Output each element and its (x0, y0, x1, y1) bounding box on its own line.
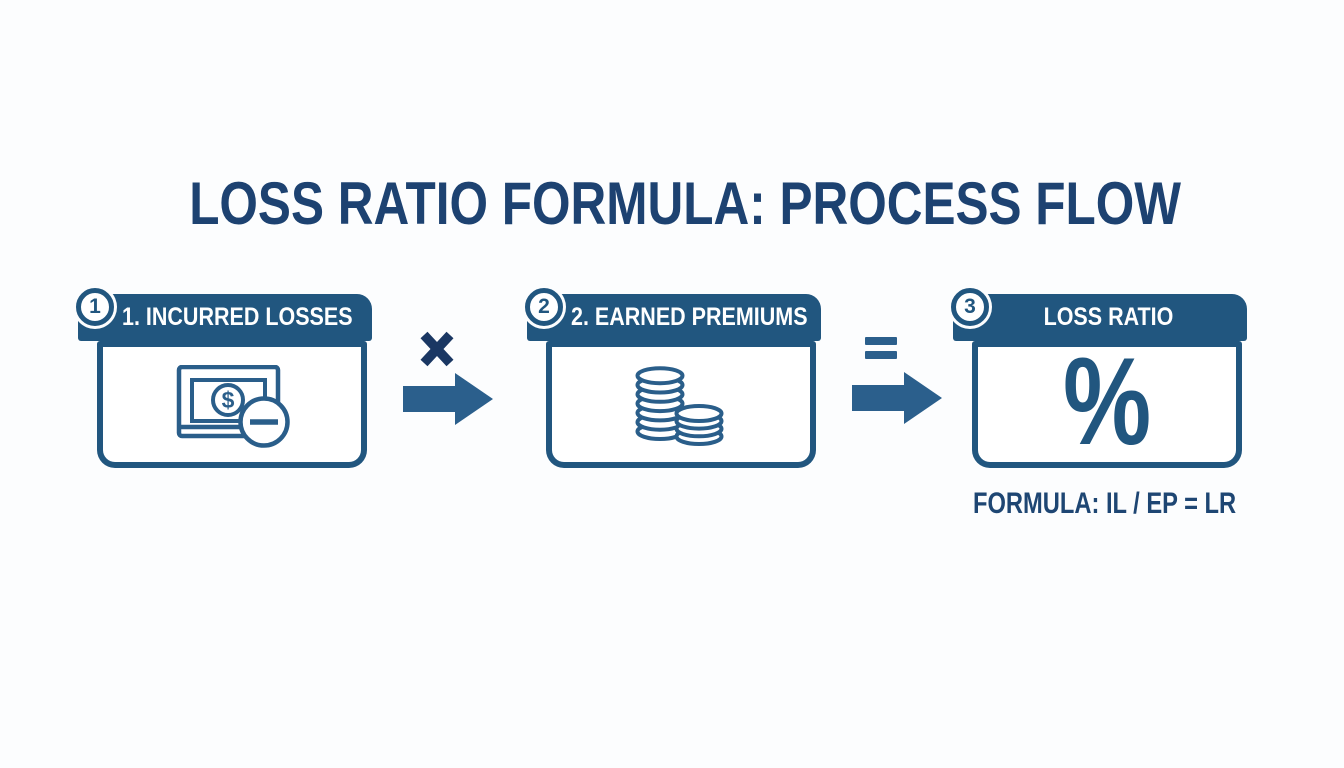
step-earned-premiums: 2 2. EARNED PREMIUMS (525, 288, 821, 468)
connector-multiply (403, 329, 493, 429)
step-body: $ (97, 341, 367, 468)
money-bill-minus-icon: $ (176, 364, 290, 448)
percent-symbol: % (1062, 332, 1152, 471)
page-title: LOSS RATIO FORMULA: PROCESS FLOW (189, 170, 1181, 238)
step-body (546, 341, 816, 468)
equals-icon (865, 337, 897, 365)
coin-stacks-icon (635, 365, 724, 446)
multiply-icon (420, 331, 454, 367)
formula-caption: FORMULA: IL / EP = LR (973, 487, 1237, 520)
step-header: 1. INCURRED LOSSES (78, 294, 372, 341)
step-incurred-losses: 1 1. INCURRED LOSSES $ (76, 288, 372, 468)
step-header: 2. EARNED PREMIUMS (527, 294, 821, 341)
step-number-badge: 1 (76, 288, 114, 326)
step-number-badge: 3 (951, 288, 989, 326)
step-number-badge: 2 (525, 288, 563, 326)
step-header: LOSS RATIO (953, 294, 1247, 341)
dollar-sign: $ (222, 387, 235, 413)
step-loss-ratio: 3 LOSS RATIO % (951, 288, 1247, 471)
step-body: % (972, 332, 1242, 471)
right-arrow-icon (852, 372, 942, 424)
right-arrow-icon (403, 373, 493, 425)
connector-equals (852, 334, 942, 434)
